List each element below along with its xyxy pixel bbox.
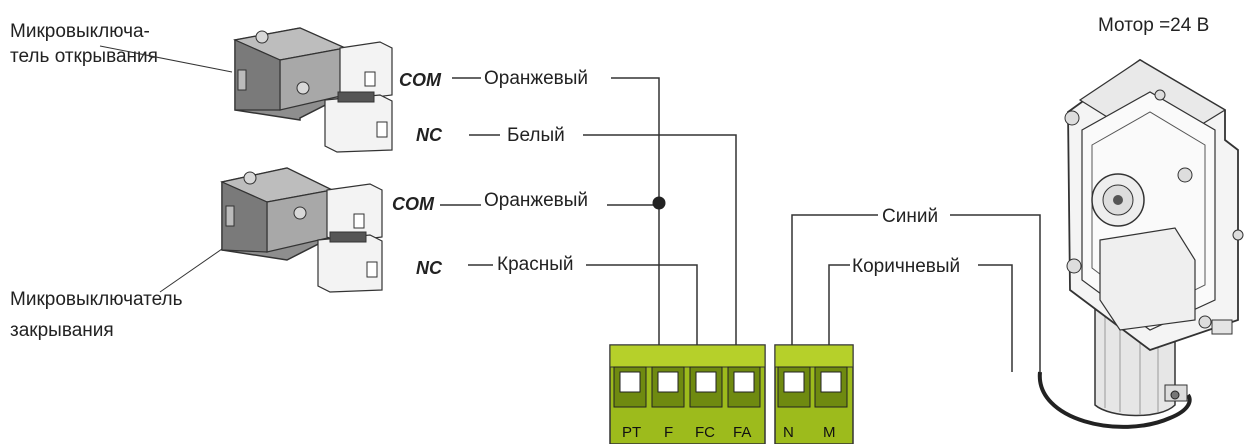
pin-com-close: COM xyxy=(392,194,435,214)
terminal-PT[interactable]: PT xyxy=(613,366,647,441)
close-switch-label-line2: закрывания xyxy=(10,320,114,341)
open-switch-label: Микровыключа- тель открывания xyxy=(10,21,158,67)
wire-label-blue: Синий xyxy=(882,206,938,227)
wire-brown-to-M xyxy=(828,264,850,365)
wire-white-to-FA xyxy=(583,134,744,365)
wire-label-white: Белый xyxy=(507,125,565,146)
close-microswitch xyxy=(220,167,383,293)
terminal-N[interactable]: N xyxy=(777,366,811,441)
terminal-label-F: F xyxy=(664,424,673,441)
terminal-label-PT: PT xyxy=(622,424,641,441)
motor-gearbox xyxy=(1037,58,1244,429)
terminal-block-1: PT F FC FA xyxy=(609,344,766,444)
pin-nc-open: NC xyxy=(416,125,443,145)
terminal-FC[interactable]: FC xyxy=(689,366,723,441)
open-microswitch xyxy=(232,27,393,153)
wire-label-brown: Коричневый xyxy=(852,256,960,277)
wire-blue-motor xyxy=(950,214,1041,372)
wires xyxy=(440,77,1041,372)
terminal-label-FA: FA xyxy=(733,424,751,441)
terminal-FA[interactable]: FA xyxy=(727,366,761,441)
terminal-label-N: N xyxy=(783,424,794,441)
terminal-label-M: M xyxy=(823,424,836,441)
terminal-F[interactable]: F xyxy=(651,366,685,441)
wire-label-red: Красный xyxy=(497,254,573,275)
close-switch-label: Микровыключатель закрывания xyxy=(10,289,183,341)
terminal-label-FC: FC xyxy=(695,424,715,441)
wire-orange-to-F xyxy=(611,77,667,365)
junction-dot xyxy=(652,196,666,210)
wire-blue-to-N xyxy=(791,214,878,365)
pin-nc-close: NC xyxy=(416,258,443,278)
close-switch-label-line1: Микровыключатель xyxy=(10,289,183,310)
open-switch-label-line1: Микровыключа- xyxy=(10,21,150,42)
terminal-M[interactable]: M xyxy=(814,366,848,441)
motor-label: Мотор =24 В xyxy=(1098,15,1209,36)
wire-red-to-FC xyxy=(586,264,705,365)
open-switch-leader xyxy=(99,45,233,73)
wire-label-orange-2: Оранжевый xyxy=(484,190,588,211)
pin-com-open: COM xyxy=(399,70,442,90)
open-switch-label-line2: тель открывания xyxy=(10,46,158,67)
wire-label-orange-1: Оранжевый xyxy=(484,68,588,89)
terminal-block-2: N M xyxy=(774,344,854,444)
wire-brown-motor xyxy=(978,264,1013,372)
